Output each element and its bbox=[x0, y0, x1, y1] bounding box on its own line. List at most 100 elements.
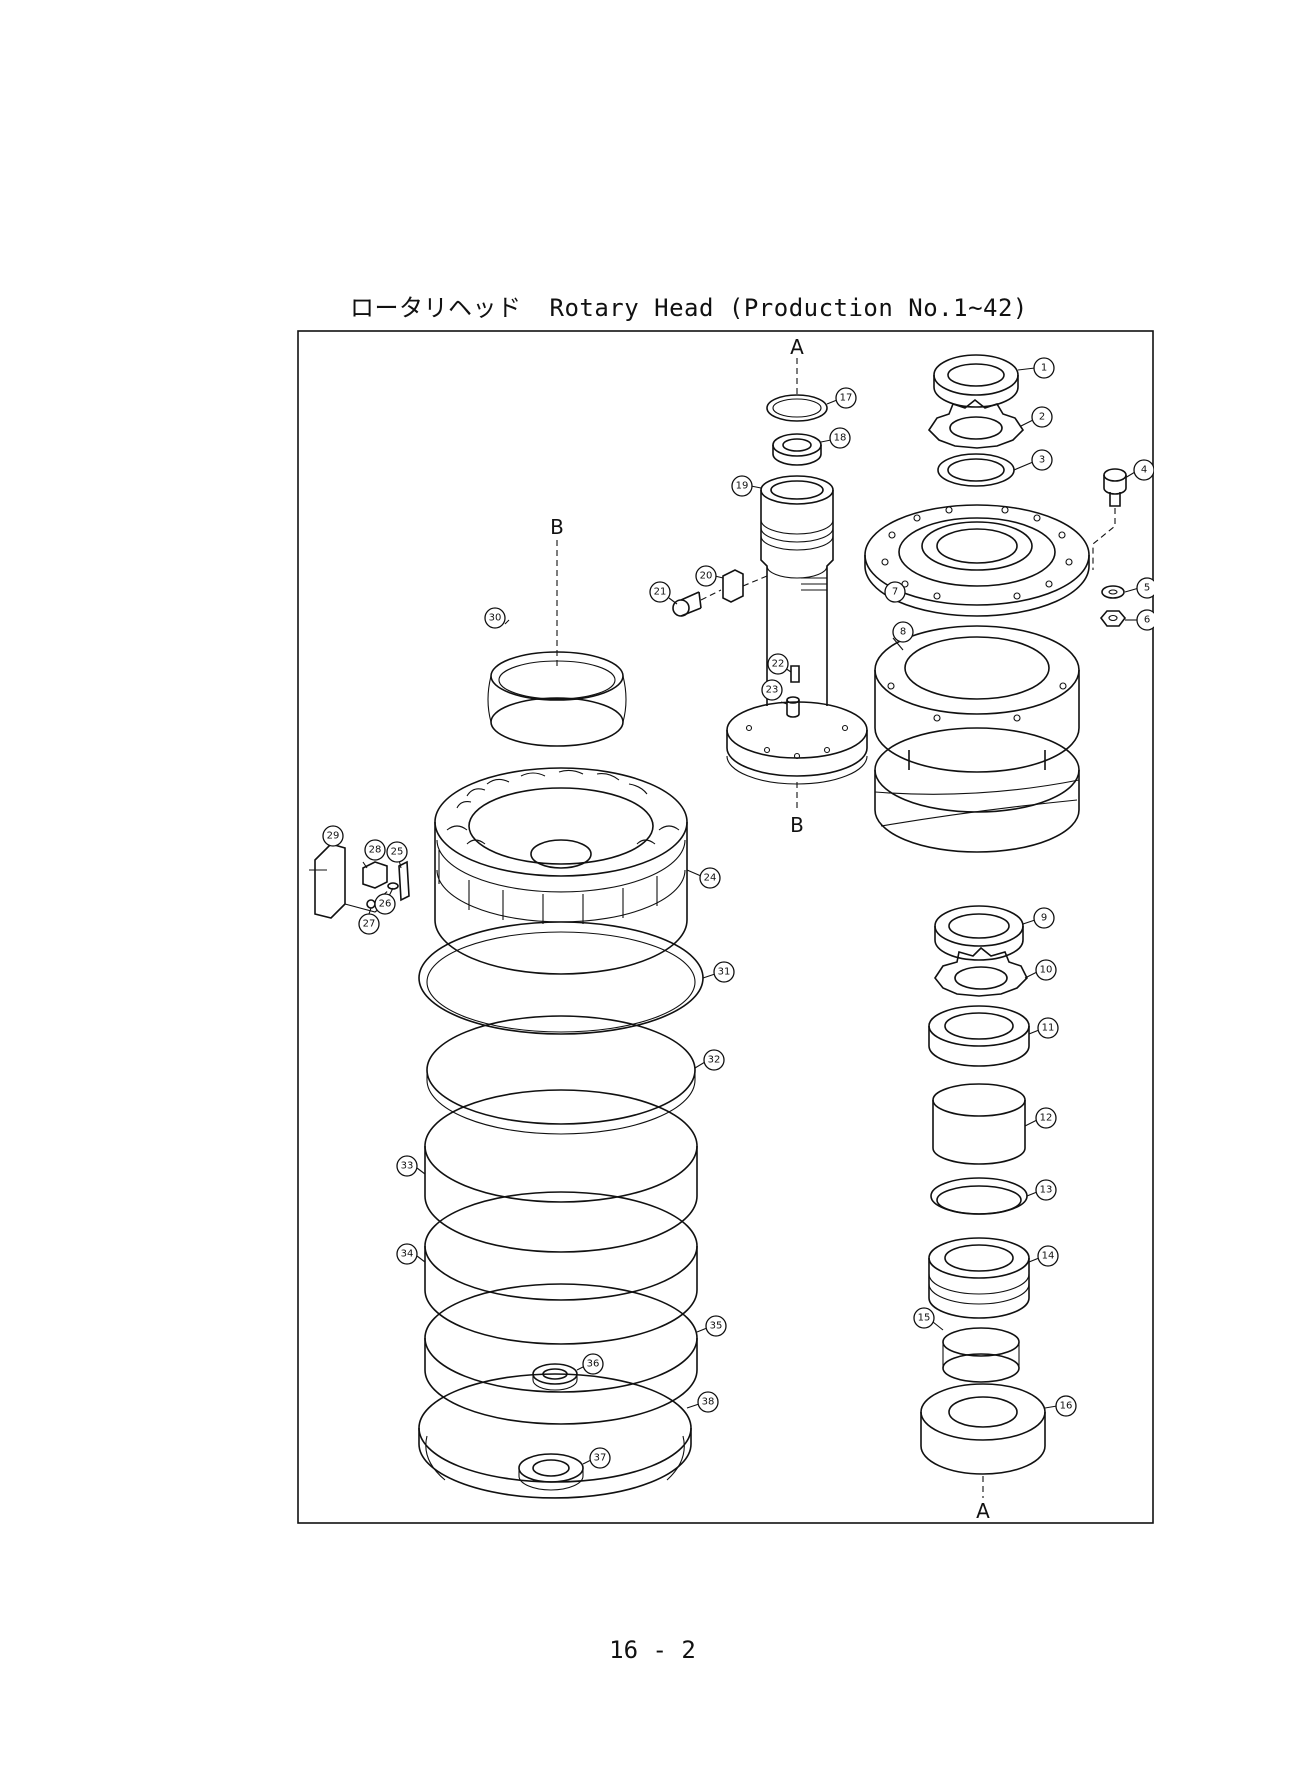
svg-text:33: 33 bbox=[401, 1161, 414, 1172]
svg-text:21: 21 bbox=[654, 587, 667, 598]
svg-text:16: 16 bbox=[1060, 1401, 1073, 1412]
callout-35: 35 bbox=[706, 1316, 726, 1336]
callout-4: 4 bbox=[1134, 460, 1154, 480]
exploded-parts-diagram: A B B A 1 2 3 4 5 6 7 8 9 10 11 12 13 14… bbox=[297, 330, 1154, 1524]
callout-24: 24 bbox=[700, 868, 720, 888]
callout-27: 27 bbox=[359, 914, 379, 934]
svg-text:30: 30 bbox=[489, 613, 502, 624]
callout-12: 12 bbox=[1036, 1108, 1056, 1128]
svg-text:22: 22 bbox=[772, 659, 785, 670]
svg-text:31: 31 bbox=[718, 967, 731, 978]
svg-text:23: 23 bbox=[766, 685, 779, 696]
svg-text:18: 18 bbox=[834, 433, 847, 444]
callouts: 1 2 3 4 5 6 7 8 9 10 11 12 13 14 15 16 1… bbox=[323, 358, 1154, 1468]
svg-text:6: 6 bbox=[1144, 615, 1150, 626]
callout-17: 17 bbox=[836, 388, 856, 408]
callout-33: 33 bbox=[397, 1156, 417, 1176]
part-13-ring bbox=[931, 1178, 1027, 1214]
callout-2: 2 bbox=[1032, 407, 1052, 427]
svg-text:4: 4 bbox=[1141, 465, 1147, 476]
leader-lines bbox=[309, 368, 1139, 1464]
view-ref-a-bottom: A bbox=[976, 1499, 990, 1523]
part-11-ring bbox=[929, 1006, 1029, 1066]
callout-19: 19 bbox=[732, 476, 752, 496]
callout-14: 14 bbox=[1038, 1246, 1058, 1266]
callout-20: 20 bbox=[696, 566, 716, 586]
callout-36: 36 bbox=[583, 1354, 603, 1374]
part-5-washer bbox=[1102, 586, 1124, 598]
svg-text:15: 15 bbox=[918, 1313, 931, 1324]
left-stack bbox=[315, 540, 703, 1498]
svg-text:38: 38 bbox=[702, 1397, 715, 1408]
callout-10: 10 bbox=[1036, 960, 1056, 980]
part-17-snap-ring bbox=[767, 395, 827, 421]
callout-5: 5 bbox=[1137, 578, 1154, 598]
part-35-cover bbox=[425, 1284, 697, 1424]
callout-15: 15 bbox=[914, 1308, 934, 1328]
part-30-o-ring bbox=[488, 652, 626, 746]
callout-13: 13 bbox=[1036, 1180, 1056, 1200]
svg-text:28: 28 bbox=[369, 845, 382, 856]
callout-31: 31 bbox=[714, 962, 734, 982]
callout-34: 34 bbox=[397, 1244, 417, 1264]
svg-text:8: 8 bbox=[900, 627, 906, 638]
svg-text:2: 2 bbox=[1039, 412, 1045, 423]
callout-37: 37 bbox=[590, 1448, 610, 1468]
callout-16: 16 bbox=[1056, 1396, 1076, 1416]
part-14-bearing bbox=[929, 1238, 1029, 1318]
svg-text:5: 5 bbox=[1144, 583, 1150, 594]
callout-22: 22 bbox=[768, 654, 788, 674]
callout-8: 8 bbox=[893, 622, 913, 642]
part-31-seal-ring bbox=[419, 922, 703, 1034]
part-3-washer bbox=[938, 454, 1014, 486]
svg-text:24: 24 bbox=[704, 873, 717, 884]
view-ref-b-shaft: B bbox=[790, 813, 804, 837]
title-english: Rotary Head (Production No.1~42) bbox=[550, 294, 1028, 322]
part-33-cover bbox=[425, 1090, 697, 1252]
page-number: 16 - 2 bbox=[0, 1636, 1305, 1664]
callout-38: 38 bbox=[698, 1392, 718, 1412]
part-22-pin bbox=[791, 666, 799, 682]
part-20-key bbox=[723, 570, 767, 602]
svg-text:34: 34 bbox=[401, 1249, 414, 1260]
part-9-nut bbox=[935, 906, 1023, 960]
callout-32: 32 bbox=[704, 1050, 724, 1070]
part-37-seal bbox=[519, 1454, 583, 1490]
svg-text:10: 10 bbox=[1040, 965, 1053, 976]
callout-1: 1 bbox=[1034, 358, 1054, 378]
callout-7: 7 bbox=[885, 582, 905, 602]
svg-text:13: 13 bbox=[1040, 1185, 1053, 1196]
svg-text:9: 9 bbox=[1041, 913, 1047, 924]
callout-28: 28 bbox=[365, 840, 385, 860]
callout-25: 25 bbox=[387, 842, 407, 862]
callout-18: 18 bbox=[830, 428, 850, 448]
svg-text:1: 1 bbox=[1041, 363, 1047, 374]
svg-text:11: 11 bbox=[1042, 1023, 1055, 1034]
view-references: A B B A bbox=[550, 335, 990, 1523]
part-34-cover bbox=[425, 1192, 697, 1344]
svg-text:26: 26 bbox=[379, 899, 392, 910]
svg-text:37: 37 bbox=[594, 1453, 607, 1464]
view-ref-a-top: A bbox=[790, 335, 804, 359]
svg-text:7: 7 bbox=[892, 587, 898, 598]
svg-text:35: 35 bbox=[710, 1321, 723, 1332]
part-16-collar bbox=[921, 1384, 1045, 1474]
svg-text:29: 29 bbox=[327, 831, 340, 842]
svg-text:19: 19 bbox=[736, 481, 749, 492]
callout-9: 9 bbox=[1034, 908, 1054, 928]
part-28-block bbox=[363, 862, 387, 888]
part-23-pin bbox=[787, 697, 799, 717]
part-19-spindle bbox=[727, 476, 867, 784]
part-18-seal bbox=[773, 434, 821, 465]
svg-text:32: 32 bbox=[708, 1055, 721, 1066]
callout-29: 29 bbox=[323, 826, 343, 846]
view-ref-b-left: B bbox=[550, 515, 564, 539]
callout-23: 23 bbox=[762, 680, 782, 700]
callout-21: 21 bbox=[650, 582, 670, 602]
callout-3: 3 bbox=[1032, 450, 1052, 470]
part-1-nut bbox=[934, 355, 1018, 407]
part-12-sleeve bbox=[933, 1084, 1025, 1164]
svg-text:20: 20 bbox=[700, 571, 713, 582]
callout-30: 30 bbox=[485, 608, 505, 628]
